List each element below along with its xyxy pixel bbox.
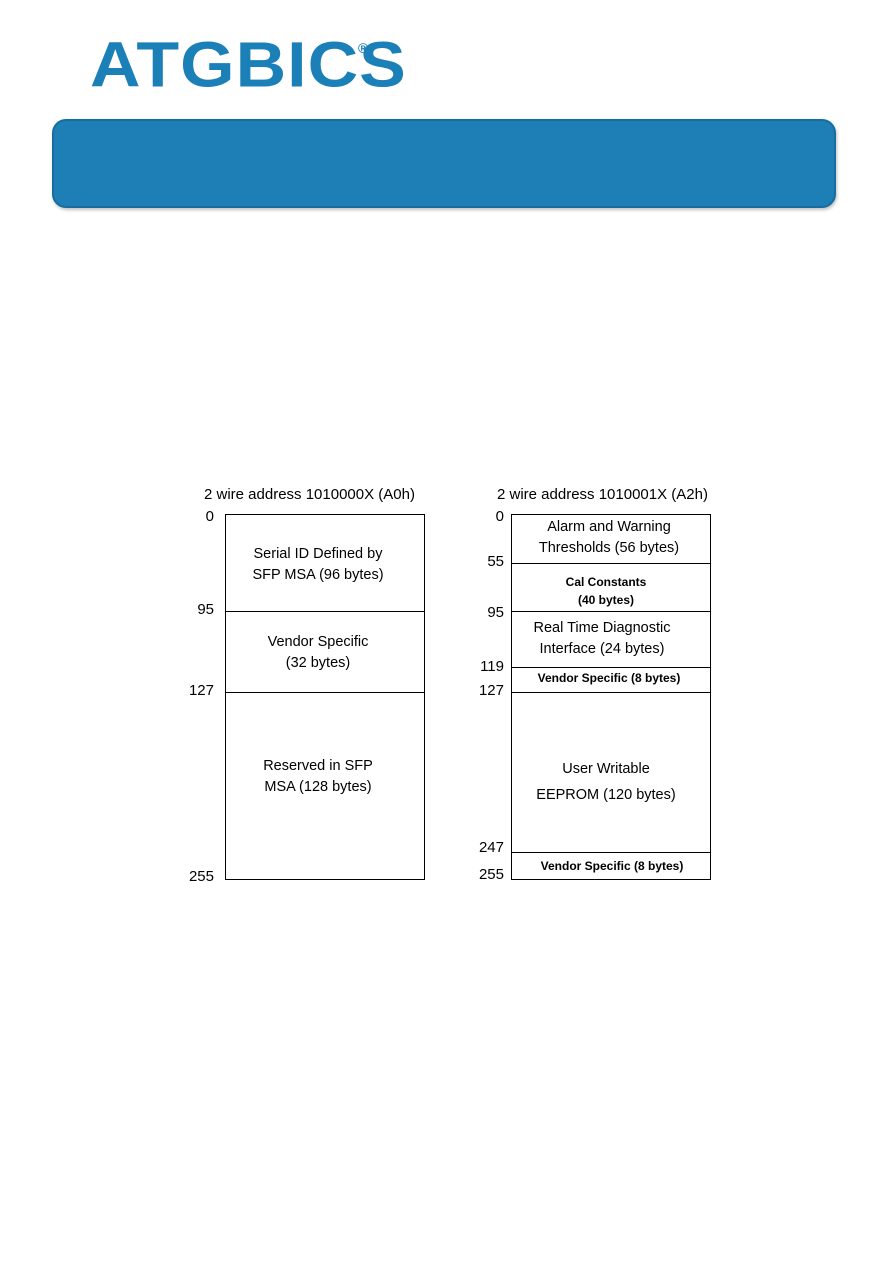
section-line: Serial ID Defined by bbox=[253, 546, 383, 562]
section-line: (32 bytes) bbox=[285, 655, 351, 671]
a2h-header: 2 wire address 1010001X (A2h) bbox=[497, 486, 708, 503]
section-line: Vendor Specific (8 bytes) bbox=[540, 859, 684, 873]
a0h-address-95: 95 bbox=[197, 601, 214, 618]
a2h-memory-box bbox=[511, 514, 711, 880]
a0h-header: 2 wire address 1010000X (A0h) bbox=[204, 486, 415, 503]
a2h-address-127: 127 bbox=[478, 682, 504, 699]
section-line: EEPROM (120 bytes) bbox=[536, 787, 676, 803]
section-line: Real Time Diagnostic bbox=[533, 620, 671, 636]
logo-text: ATGBICS bbox=[90, 28, 407, 101]
a0h-divider-127 bbox=[225, 692, 425, 693]
a2h-address-95: 95 bbox=[487, 604, 504, 621]
a2h-section-user-eeprom: User Writable EEPROM (120 bytes) bbox=[511, 756, 701, 808]
a2h-divider-119 bbox=[511, 667, 711, 668]
a2h-divider-55 bbox=[511, 563, 711, 564]
a2h-section-diagnostics: Real Time Diagnostic Interface (24 bytes… bbox=[511, 618, 693, 660]
section-line: User Writable bbox=[562, 761, 650, 777]
a2h-section-vendor-specific-247: Vendor Specific (8 bytes) bbox=[511, 857, 713, 875]
section-line: MSA (128 bytes) bbox=[264, 779, 372, 795]
a0h-divider-95 bbox=[225, 611, 425, 612]
a2h-section-thresholds: Alarm and Warning Thresholds (56 bytes) bbox=[511, 517, 707, 559]
a2h-divider-247 bbox=[511, 852, 711, 853]
a0h-section-serial-id: Serial ID Defined by SFP MSA (96 bytes) bbox=[225, 544, 411, 586]
section-line: Thresholds (56 bytes) bbox=[538, 540, 680, 556]
a2h-divider-127 bbox=[511, 692, 711, 693]
section-line: (40 bytes) bbox=[577, 593, 635, 607]
a0h-memory-box bbox=[225, 514, 425, 880]
company-logo: ATGBICS ® bbox=[90, 28, 407, 101]
a2h-address-55: 55 bbox=[487, 553, 504, 570]
a0h-address-127: 127 bbox=[188, 682, 214, 699]
title-banner bbox=[52, 119, 836, 208]
a0h-section-reserved: Reserved in SFP MSA (128 bytes) bbox=[225, 756, 411, 798]
a0h-address-255: 255 bbox=[188, 868, 214, 885]
section-line: Cal Constants bbox=[565, 575, 647, 589]
a2h-address-0: 0 bbox=[495, 508, 504, 525]
section-line: Interface (24 bytes) bbox=[539, 641, 665, 657]
a2h-address-255: 255 bbox=[478, 866, 504, 883]
registered-mark: ® bbox=[358, 40, 369, 56]
section-line: Vendor Specific bbox=[267, 634, 369, 650]
a0h-section-vendor-specific: Vendor Specific (32 bytes) bbox=[225, 632, 411, 674]
a2h-address-119: 119 bbox=[480, 658, 504, 675]
section-line: Vendor Specific (8 bytes) bbox=[537, 671, 681, 685]
a2h-divider-95 bbox=[511, 611, 711, 612]
a2h-section-cal-constants: Cal Constants (40 bytes) bbox=[511, 573, 701, 609]
a2h-address-247: 247 bbox=[478, 839, 504, 856]
a2h-section-vendor-specific-119: Vendor Specific (8 bytes) bbox=[511, 669, 707, 687]
a0h-address-0: 0 bbox=[205, 508, 214, 525]
section-line: SFP MSA (96 bytes) bbox=[252, 567, 384, 583]
section-line: Alarm and Warning bbox=[547, 519, 671, 535]
section-line: Reserved in SFP bbox=[263, 758, 373, 774]
